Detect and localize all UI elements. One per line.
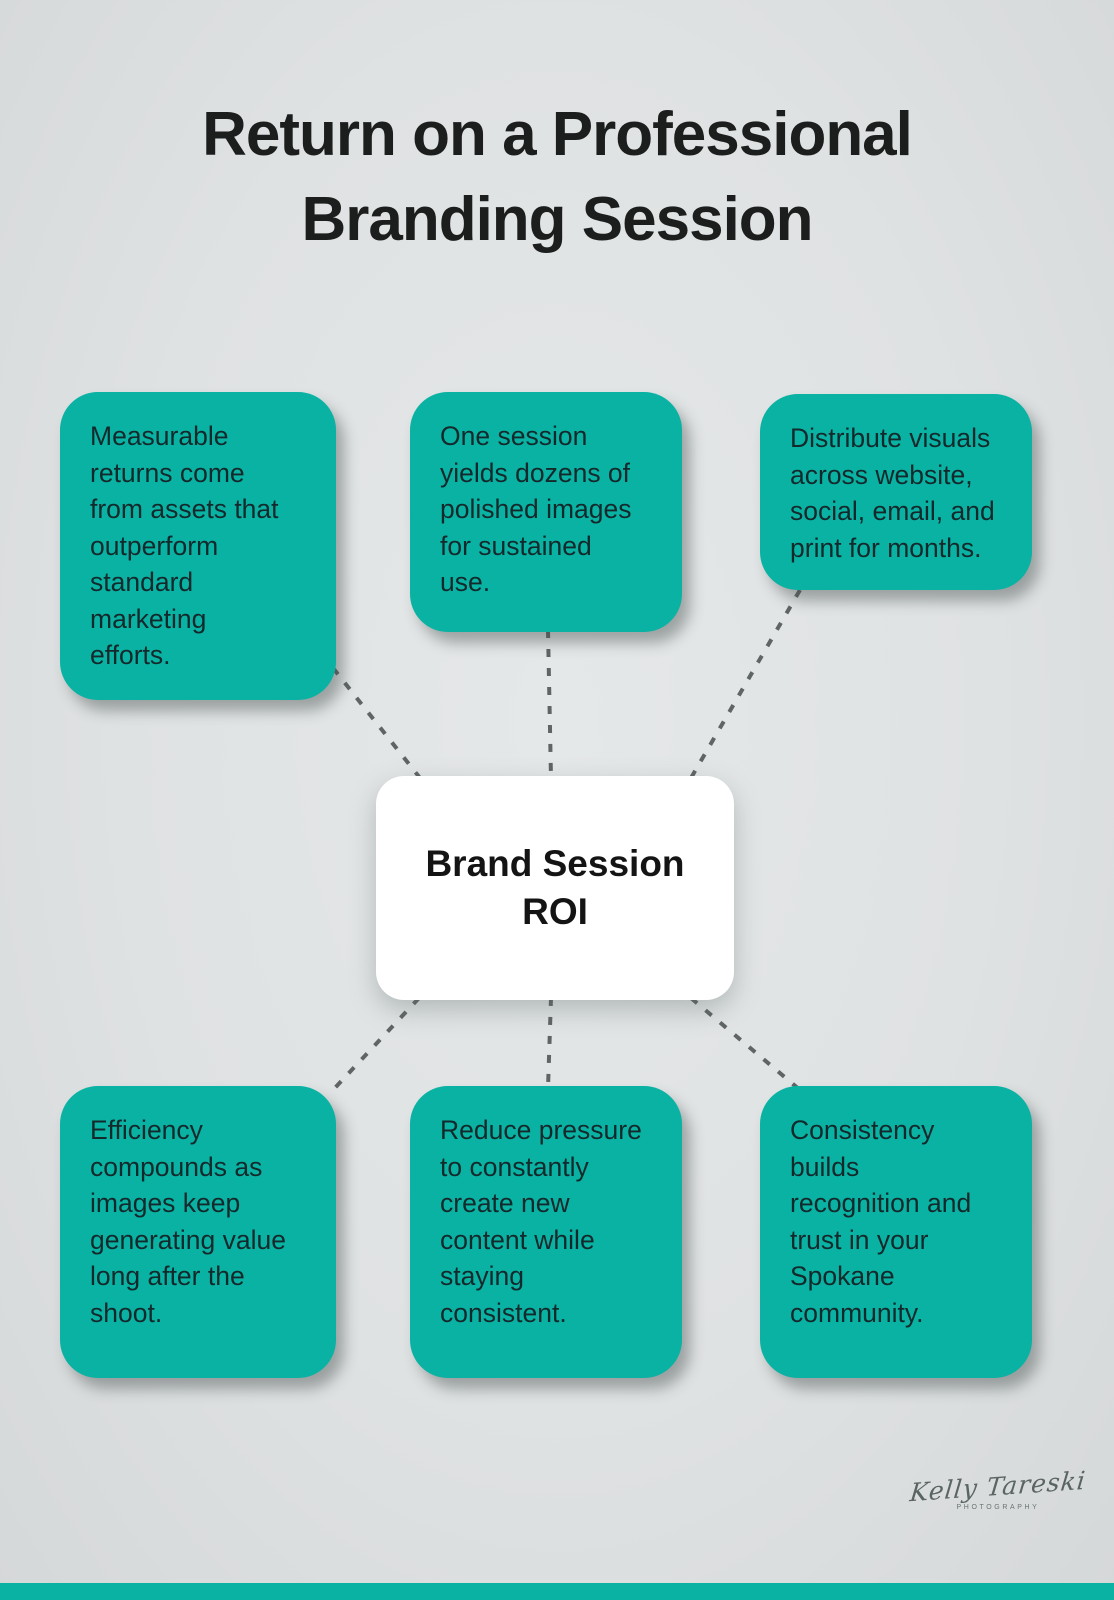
connector-line bbox=[331, 996, 421, 1092]
center-node-brand-session-roi: Brand Session ROI bbox=[376, 776, 734, 1000]
connector-line bbox=[546, 997, 553, 1089]
node-distribute-visuals: Distribute visuals across website, socia… bbox=[760, 394, 1032, 590]
connector-line bbox=[331, 666, 422, 780]
connector-line bbox=[689, 588, 802, 780]
signature-subtitle: PHOTOGRAPHY bbox=[956, 1504, 1040, 1511]
signature-name: Kelly Tareski bbox=[908, 1465, 1088, 1508]
photographer-signature: Kelly Tareski PHOTOGRAPHY bbox=[908, 1466, 1088, 1511]
node-efficiency-compounds: Efficiency compounds as images keep gene… bbox=[60, 1086, 336, 1378]
page-title: Return on a Professional Branding Sessio… bbox=[202, 100, 913, 254]
node-consistency-builds: Consistency builds recognition and trust… bbox=[760, 1086, 1032, 1378]
connector-line bbox=[689, 996, 802, 1092]
footer-accent-bar bbox=[0, 1583, 1114, 1600]
node-measurable-returns: Measurable returns come from assets that… bbox=[60, 392, 336, 700]
node-reduce-pressure: Reduce pressure to constantly create new… bbox=[410, 1086, 682, 1378]
connector-line bbox=[546, 629, 553, 779]
node-one-session-yields: One session yields dozens of polished im… bbox=[410, 392, 682, 632]
